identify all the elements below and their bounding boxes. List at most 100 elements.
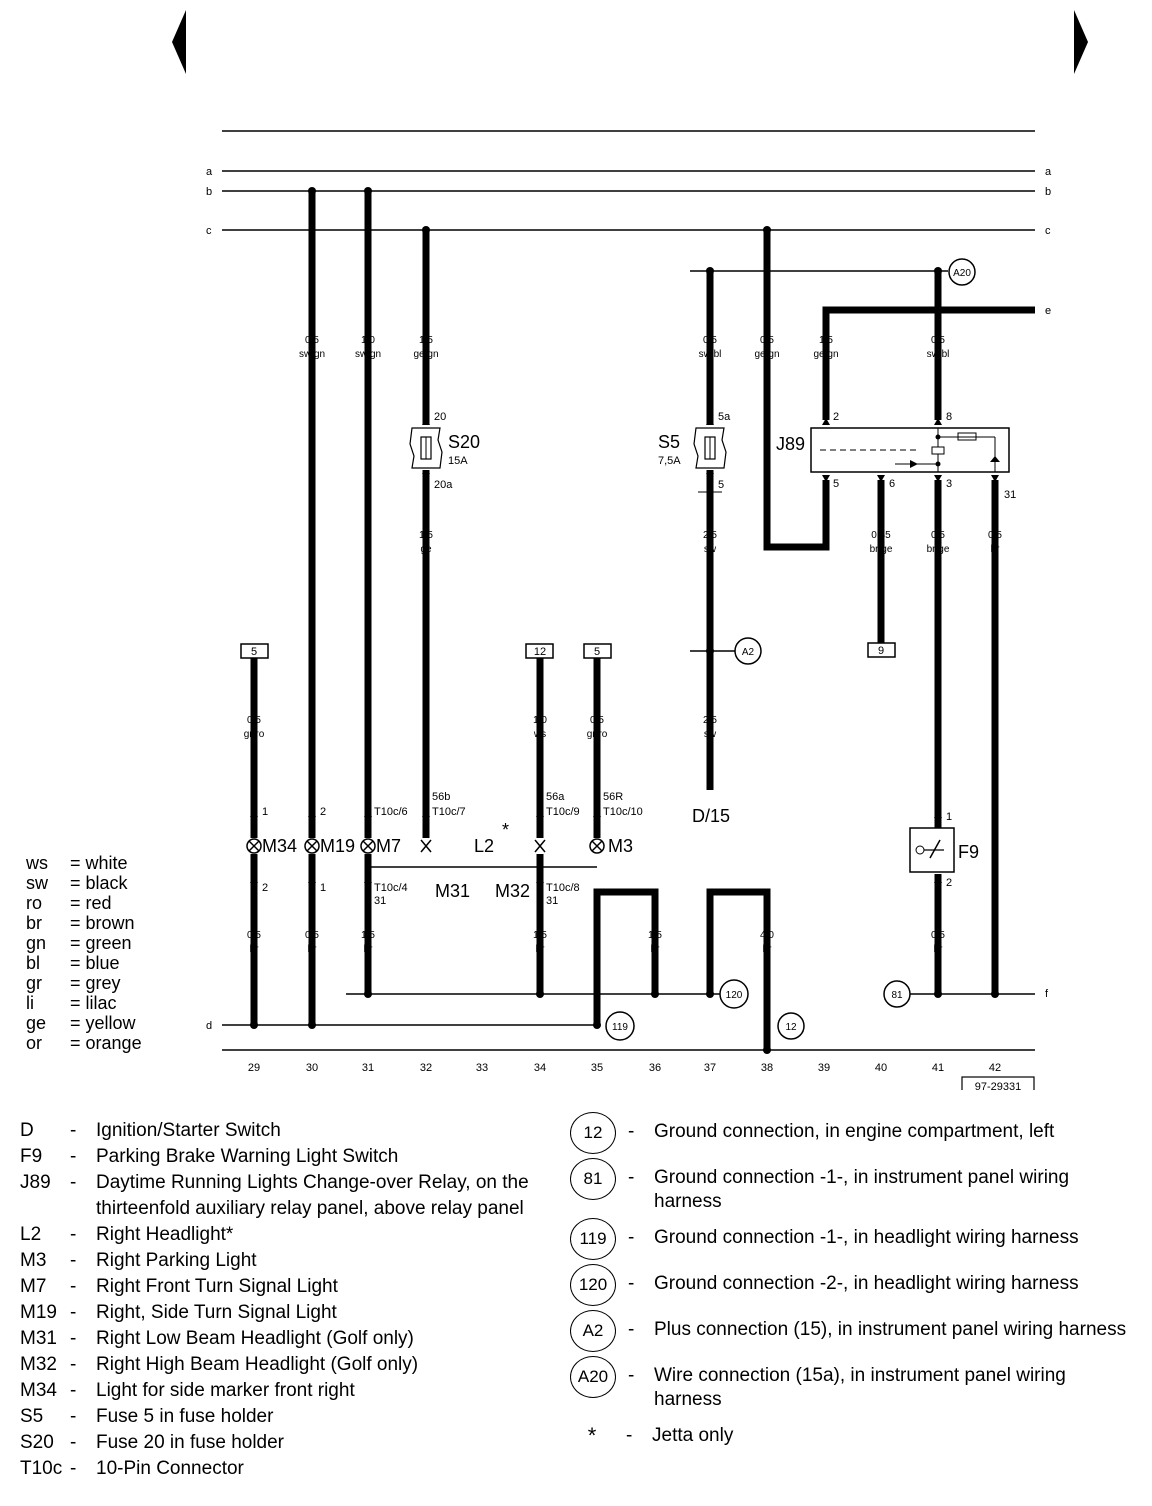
svg-text:56b: 56b <box>432 791 450 803</box>
svg-text:0,5: 0,5 <box>703 335 717 346</box>
svg-text:sw: sw <box>704 544 717 555</box>
connection-desc: Ground connection -1-, in headlight wiri… <box>654 1227 1079 1248</box>
component-dash: - <box>70 1328 77 1349</box>
component-desc: Right Headlight* <box>96 1224 234 1245</box>
svg-text:31: 31 <box>546 895 558 907</box>
component-list-item: M32-Right High Beam Headlight (Golf only… <box>20 1352 560 1378</box>
svg-text:31: 31 <box>1004 489 1016 501</box>
left-arrow-icon[interactable] <box>172 10 186 74</box>
component-dash: - <box>70 1354 77 1375</box>
svg-text:0,5: 0,5 <box>305 335 319 346</box>
svg-text:2: 2 <box>320 806 326 818</box>
svg-text:30: 30 <box>306 1062 318 1074</box>
connection-badge: A2 <box>570 1310 616 1352</box>
svg-text:81: 81 <box>891 990 903 1001</box>
l2-label: L2 <box>474 836 494 856</box>
color-eq: = <box>70 853 81 873</box>
connection-dash: - <box>628 1167 635 1188</box>
svg-text:1,5: 1,5 <box>533 930 547 941</box>
svg-text:sw/gn: sw/gn <box>299 349 325 360</box>
fuse-s20: 20 20a S20 15A <box>409 411 480 491</box>
d15-label: D/15 <box>692 806 730 826</box>
m31-label: M31 <box>435 881 470 901</box>
connection-dash: - <box>626 1425 633 1446</box>
bus-label-d: d <box>206 1020 212 1032</box>
svg-text:br: br <box>651 944 661 955</box>
svg-text:20: 20 <box>434 411 446 423</box>
switch-f9 <box>909 827 955 873</box>
svg-text:41: 41 <box>932 1062 944 1074</box>
component-list-item: M31-Right Low Beam Headlight (Golf only) <box>20 1326 560 1352</box>
svg-text:sw/gn: sw/gn <box>355 349 381 360</box>
svg-text:8: 8 <box>946 411 952 423</box>
bus-label-a-right: a <box>1045 166 1052 178</box>
component-desc: Right, Side Turn Signal Light <box>96 1302 337 1323</box>
color-name: orange <box>85 1033 142 1053</box>
connection-badge: 120 <box>570 1264 616 1306</box>
svg-text:33: 33 <box>476 1062 488 1074</box>
svg-text:1: 1 <box>262 806 268 818</box>
color-eq: = <box>70 1033 81 1053</box>
color-legend-item: ws= white <box>26 853 142 873</box>
svg-text:0,5: 0,5 <box>931 930 945 941</box>
right-arrow-icon[interactable] <box>1074 10 1088 74</box>
component-list-item: T10c-10-Pin Connector <box>20 1456 560 1482</box>
color-legend-item: gn= green <box>26 933 142 953</box>
svg-text:34: 34 <box>534 1062 546 1074</box>
bus-label-f: f <box>1045 988 1049 1000</box>
color-name: green <box>85 933 132 953</box>
connection-list-item: 120-Ground connection -2-, in headlight … <box>570 1264 1130 1306</box>
conn-a20: A20 <box>948 258 976 286</box>
svg-text:br/ge: br/ge <box>927 544 950 555</box>
m19-label: M19 <box>320 836 355 856</box>
m34-label: M34 <box>262 836 297 856</box>
component-code: F9 <box>20 1146 43 1167</box>
svg-text:1,5: 1,5 <box>819 335 833 346</box>
relay-j89: 2 8 5 6 3 31 J89 <box>776 411 1016 501</box>
component-code: M32 <box>20 1354 57 1375</box>
svg-text:T10c/8: T10c/8 <box>546 882 580 894</box>
svg-text:5: 5 <box>718 479 724 491</box>
svg-text:39: 39 <box>818 1062 830 1074</box>
svg-text:97-29331: 97-29331 <box>975 1081 1022 1090</box>
color-code: ge <box>26 1013 47 1033</box>
ref-box-5b: 5 <box>583 643 612 659</box>
bus-label-a: a <box>206 166 213 178</box>
star-mark: * <box>502 820 509 840</box>
svg-text:3: 3 <box>946 478 952 490</box>
svg-text:1: 1 <box>946 811 952 823</box>
svg-text:gr/ro: gr/ro <box>244 729 265 740</box>
color-name: yellow <box>85 1013 136 1033</box>
svg-text:2: 2 <box>833 411 839 423</box>
svg-text:ge/gn: ge/gn <box>754 349 779 360</box>
component-code: M34 <box>20 1380 57 1401</box>
svg-text:5: 5 <box>833 478 839 490</box>
svg-text:56a: 56a <box>546 791 565 803</box>
component-desc: 10-Pin Connector <box>96 1458 244 1479</box>
svg-text:A2: A2 <box>742 647 755 658</box>
ground-12: 12 <box>777 1012 805 1040</box>
svg-text:42: 42 <box>989 1062 1001 1074</box>
component-desc: Parking Brake Warning Light Switch <box>96 1146 399 1167</box>
ref-box-12: 12 <box>525 643 554 659</box>
color-eq: = <box>70 873 81 893</box>
svg-text:36: 36 <box>649 1062 661 1074</box>
color-eq: = <box>70 913 81 933</box>
svg-text:br: br <box>536 944 546 955</box>
ground-120: 120 <box>719 979 749 1009</box>
svg-text:0,5: 0,5 <box>931 335 945 346</box>
component-dash: - <box>70 1276 77 1297</box>
connection-list-item: *-Jetta only <box>570 1416 1130 1456</box>
component-desc: Daytime Running Lights Change-over Relay… <box>96 1172 529 1219</box>
svg-text:119: 119 <box>612 1022 628 1033</box>
connection-list-item: 12-Ground connection, in engine compartm… <box>570 1112 1130 1154</box>
connection-badge: 12 <box>570 1112 616 1154</box>
svg-text:31: 31 <box>374 895 386 907</box>
fuse-s5: 5a 5 S5 7,5A <box>658 411 731 493</box>
ground-119: 119 <box>605 1011 635 1041</box>
color-name: brown <box>85 913 135 933</box>
color-code: br <box>26 913 43 933</box>
color-legend-item: or= orange <box>26 1033 142 1053</box>
component-list-item: J89-Daytime Running Lights Change-over R… <box>20 1170 560 1222</box>
